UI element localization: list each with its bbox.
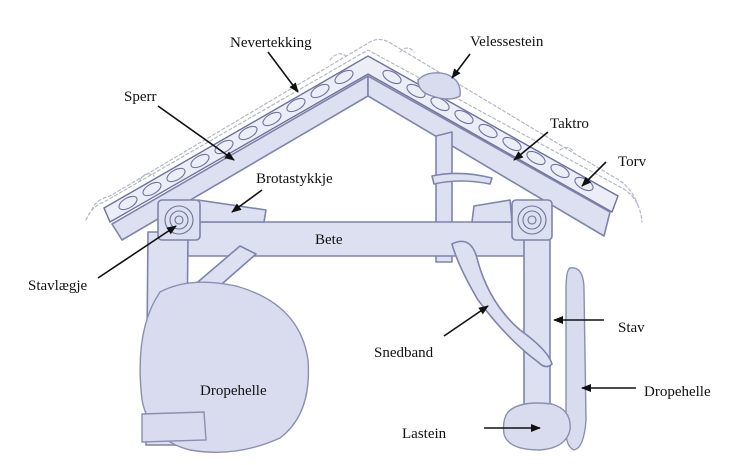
birch-bark-band xyxy=(103,55,619,223)
label-brotastykkje: Brotastykkje xyxy=(256,171,333,187)
turf-layer xyxy=(85,38,643,223)
weight-stone xyxy=(417,72,461,100)
arrow-taktro xyxy=(513,131,549,161)
drip-stone-right xyxy=(564,267,587,451)
label-snedband: Snedband xyxy=(374,345,434,361)
lastein-stone xyxy=(502,402,571,451)
label-bete: Bete xyxy=(315,232,343,248)
foundation-stone-left xyxy=(141,411,207,443)
label-nevertekking: Nevertekking xyxy=(230,35,312,51)
post-right xyxy=(523,231,551,411)
label-dropehelle-left: Dropehelle xyxy=(200,383,267,399)
snedband-brace xyxy=(451,240,553,368)
center-post-brace xyxy=(431,172,493,185)
label-velessestein: Velessestein xyxy=(470,34,544,50)
brotastykkje-right xyxy=(471,199,513,223)
label-stav: Stav xyxy=(618,320,645,336)
drip-stone-left xyxy=(139,281,310,453)
label-stavlaegje: Stavlægje xyxy=(28,278,88,294)
label-lastein: Lastein xyxy=(402,426,447,442)
brotastykkje-left xyxy=(195,199,267,223)
labels: Nevertekking Velessestein Sperr Taktro T… xyxy=(28,34,711,442)
arrow-velessestein xyxy=(451,53,471,79)
wall-plate-right xyxy=(511,199,553,241)
label-dropehelle-right: Dropehelle xyxy=(644,384,711,400)
arrow-torv xyxy=(581,161,607,187)
arrow-sperr xyxy=(157,105,235,161)
arrow-snedband xyxy=(443,305,489,337)
arrow-stavlaegje xyxy=(97,225,177,279)
label-taktro: Taktro xyxy=(550,116,589,132)
leader-arrows xyxy=(97,51,636,432)
label-sperr: Sperr xyxy=(124,89,157,105)
rafter-right xyxy=(367,75,611,237)
arrow-brotastykkje xyxy=(231,189,263,213)
label-torv: Torv xyxy=(618,154,647,170)
arrow-nevertekking xyxy=(267,51,299,93)
